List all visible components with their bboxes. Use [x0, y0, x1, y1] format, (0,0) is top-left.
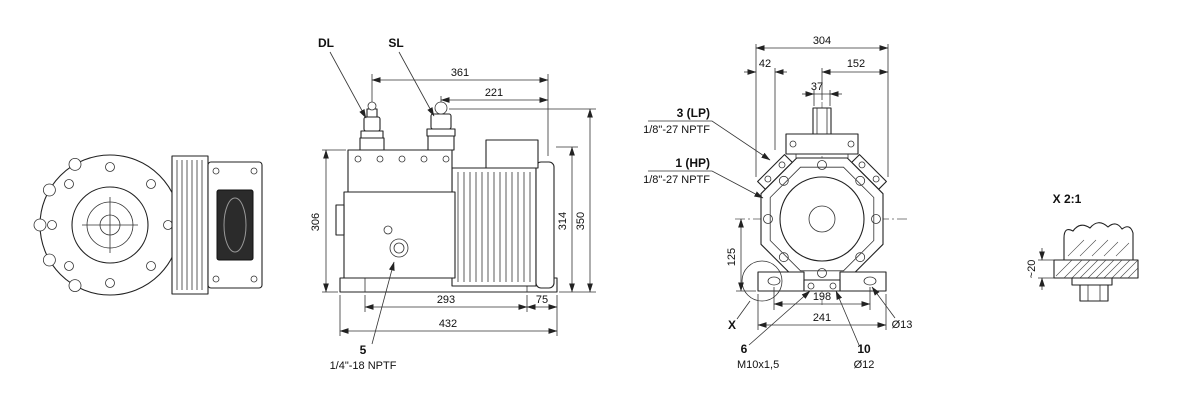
callout-10-dia: Ø12	[854, 359, 875, 371]
nameplate	[216, 189, 254, 261]
hp-port-number: 1 (HP)	[675, 156, 710, 170]
dim-198: 198	[813, 291, 831, 303]
dim-37: 37	[811, 81, 823, 93]
side-view-drawing	[335, 101, 558, 293]
detail-marker-x: X	[728, 318, 736, 332]
front-view-dimensions: 304 42 152 37 3 (LP) 1/8"-27 NPTF 1 (HP)…	[643, 35, 912, 371]
lp-port-thread: 1/8"-27 NPTF	[643, 124, 710, 136]
dim-241: 241	[813, 312, 831, 324]
dim-42: 42	[759, 58, 771, 70]
dim-432: 432	[439, 318, 457, 330]
side-view-dimensions: DL SL 361 221 306 314 350 293 75 432 5 1…	[310, 36, 596, 372]
hp-port-thread: 1/8"-27 NPTF	[643, 174, 710, 186]
sl-port-label: SL	[388, 36, 403, 50]
suction-valve	[426, 101, 456, 151]
dim-314: 314	[557, 212, 569, 230]
callout-5-thread: 1/4"-18 NPTF	[330, 360, 397, 372]
dim-350: 350	[575, 212, 587, 230]
callout-6-thread: M10x1,5	[737, 359, 779, 371]
front-view-drawing	[735, 102, 908, 305]
dim-304: 304	[813, 35, 831, 47]
dim-125: 125	[726, 248, 738, 266]
dim-75: 75	[536, 294, 548, 306]
dim-221: 221	[485, 87, 503, 99]
dim-dia13: Ø13	[892, 319, 913, 331]
callout-5-number: 5	[360, 343, 367, 357]
callout-10-number: 10	[857, 342, 871, 356]
end-view-drawing	[33, 154, 263, 296]
dim-306: 306	[310, 213, 322, 231]
discharge-valve	[359, 101, 385, 151]
lp-port-number: 3 (LP)	[677, 106, 710, 120]
dim-293: 293	[437, 294, 455, 306]
callout-6-number: 6	[741, 342, 748, 356]
dim-152: 152	[847, 58, 865, 70]
detail-view-drawing: X 2:1 ~20	[1026, 192, 1139, 302]
detail-title: X 2:1	[1053, 192, 1082, 206]
dim-approx-20: ~20	[1026, 260, 1038, 279]
dl-port-label: DL	[318, 36, 334, 50]
dim-361: 361	[451, 67, 469, 79]
